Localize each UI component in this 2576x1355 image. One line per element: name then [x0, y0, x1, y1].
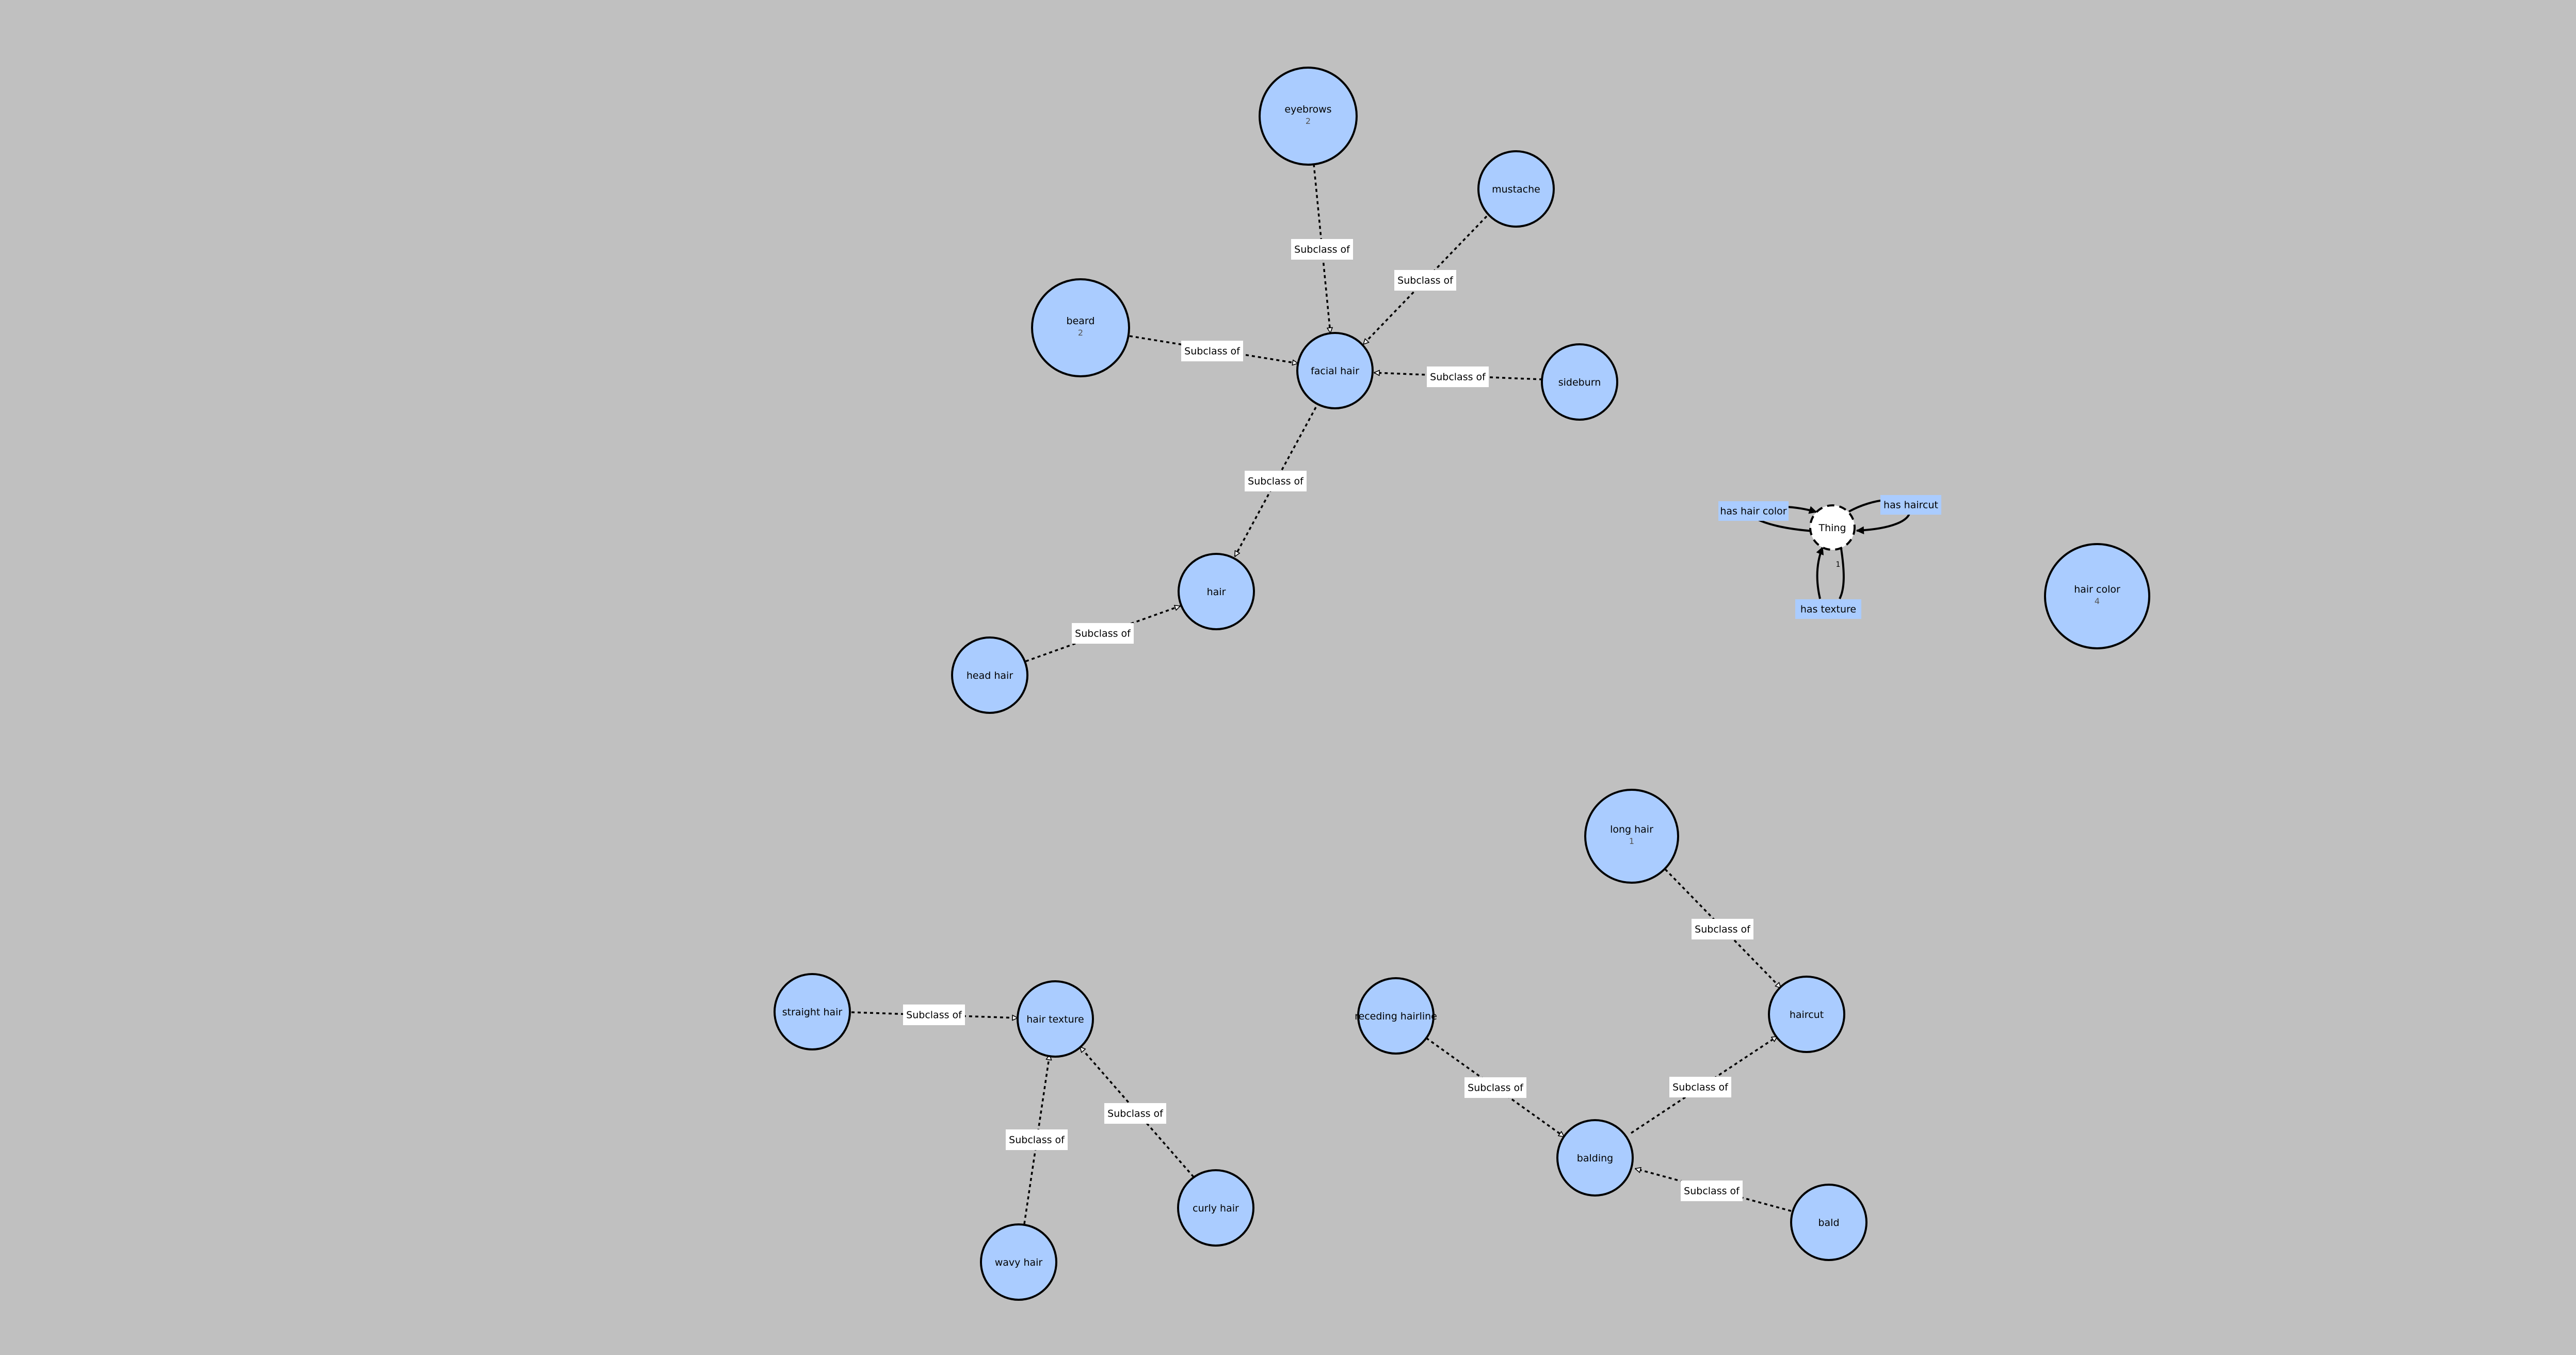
thing-label: Thing — [1818, 522, 1846, 534]
edge-label-text: Subclass of — [1294, 244, 1350, 256]
node-label: curly hair — [1193, 1203, 1239, 1214]
edge-label-text: Subclass of — [1430, 372, 1486, 383]
node-bald[interactable]: bald — [1790, 1184, 1867, 1261]
node-straight-hair[interactable]: straight hair — [774, 973, 851, 1050]
node-count: 2 — [1078, 328, 1083, 338]
node-label: wavy hair — [995, 1257, 1043, 1268]
property-label-text: has texture — [1800, 604, 1856, 615]
edge-label-text: Subclass of — [1248, 476, 1304, 487]
property-label-has-texture[interactable]: has texture — [1795, 599, 1861, 619]
node-label: haircut — [1790, 1009, 1824, 1021]
node-mustache[interactable]: mustache — [1477, 150, 1555, 228]
edge-label-head-hair[interactable]: Subclass of — [1072, 623, 1134, 644]
node-label: receding hairline — [1355, 1011, 1437, 1022]
node-count: 2 — [1306, 116, 1311, 126]
edge-label-straight-hair[interactable]: Subclass of — [903, 1005, 965, 1025]
edge-label-text: Subclass of — [1672, 1082, 1729, 1093]
edge-label-bald[interactable]: Subclass of — [1681, 1181, 1743, 1201]
edge-label-text: Subclass of — [1075, 628, 1131, 640]
node-label: sideburn — [1558, 377, 1601, 388]
node-receding-hairline[interactable]: receding hairline — [1355, 977, 1437, 1055]
edge-label-receding-hairline[interactable]: Subclass of — [1464, 1077, 1526, 1098]
node-beard[interactable]: beard 2 — [1031, 278, 1130, 377]
edge-label-mustache[interactable]: Subclass of — [1394, 270, 1456, 291]
node-label: beard — [1067, 315, 1095, 327]
edge-label-facial-hair[interactable]: Subclass of — [1245, 471, 1307, 491]
node-curly-hair[interactable]: curly hair — [1177, 1169, 1254, 1247]
edge-label-sideburn[interactable]: Subclass of — [1427, 366, 1489, 387]
edge-label-long-hair[interactable]: Subclass of — [1692, 919, 1753, 939]
edge-wavy-hair-hair-texture[interactable] — [1023, 1055, 1050, 1224]
node-label: hair texture — [1026, 1014, 1084, 1025]
edge-label-text: Subclass of — [1184, 346, 1241, 357]
node-label: balding — [1577, 1153, 1613, 1164]
edge-label-text: Subclass of — [1107, 1108, 1164, 1120]
node-label: bald — [1818, 1217, 1839, 1229]
node-count: 1 — [1629, 836, 1634, 846]
node-hair[interactable]: hair — [1178, 553, 1255, 630]
subclass-edge-labels: Subclass of Subclass of Subclass of Subc… — [903, 239, 1753, 1201]
node-hair-color[interactable]: hair color 4 — [2044, 543, 2150, 649]
edge-curly-hair-hair-texture[interactable] — [1079, 1047, 1195, 1178]
edge-label-text: Subclass of — [1695, 924, 1751, 935]
node-wavy-hair[interactable]: wavy hair — [980, 1223, 1057, 1301]
thing-cluster: Thing has hair color has haircut has tex… — [1718, 495, 1941, 619]
edge-label-text: Subclass of — [1397, 275, 1454, 286]
edge-label-text: Subclass of — [906, 1010, 962, 1021]
node-facial-hair[interactable]: facial hair — [1296, 332, 1374, 409]
property-loop-has-texture[interactable] — [1817, 547, 1845, 599]
node-long-hair[interactable]: long hair 1 — [1584, 789, 1679, 884]
edge-label-eyebrows[interactable]: Subclass of — [1291, 239, 1353, 260]
property-label-has-hair-color[interactable]: has hair color — [1718, 501, 1789, 521]
node-label: mustache — [1492, 184, 1540, 195]
node-eyebrows[interactable]: eyebrows 2 — [1259, 67, 1358, 166]
node-count: 4 — [2095, 596, 2100, 606]
node-label: straight hair — [782, 1007, 843, 1018]
edge-label-beard[interactable]: Subclass of — [1181, 341, 1243, 361]
edge-label-wavy-hair[interactable]: Subclass of — [1006, 1129, 1068, 1150]
edge-label-text: Subclass of — [1468, 1082, 1524, 1094]
node-sideburn[interactable]: sideburn — [1541, 343, 1618, 421]
edge-label-text: Subclass of — [1009, 1135, 1065, 1146]
property-label-text: has hair color — [1720, 506, 1786, 517]
thing-node[interactable]: Thing — [1809, 504, 1856, 551]
edge-label-curly-hair[interactable]: Subclass of — [1104, 1103, 1166, 1124]
edge-label-text: Subclass of — [1684, 1186, 1740, 1197]
node-head-hair[interactable]: head hair — [951, 636, 1028, 714]
node-balding[interactable]: balding — [1556, 1119, 1634, 1197]
has-texture-count: 1 — [1836, 561, 1841, 569]
node-haircut[interactable]: haircut — [1768, 976, 1845, 1053]
node-label: long hair — [1610, 824, 1653, 835]
edge-label-balding-haircut[interactable]: Subclass of — [1669, 1077, 1731, 1097]
node-label: head hair — [967, 670, 1013, 681]
node-label: hair — [1207, 586, 1226, 598]
node-label: eyebrows — [1284, 104, 1331, 115]
node-label: hair color — [2074, 584, 2120, 595]
property-label-text: has haircut — [1883, 500, 1938, 511]
class-nodes: eyebrows 2 mustache beard 2 facial hair … — [774, 67, 2150, 1301]
node-label: facial hair — [1311, 365, 1359, 377]
property-label-has-haircut[interactable]: has haircut — [1880, 495, 1941, 515]
node-hair-texture[interactable]: hair texture — [1017, 980, 1094, 1058]
